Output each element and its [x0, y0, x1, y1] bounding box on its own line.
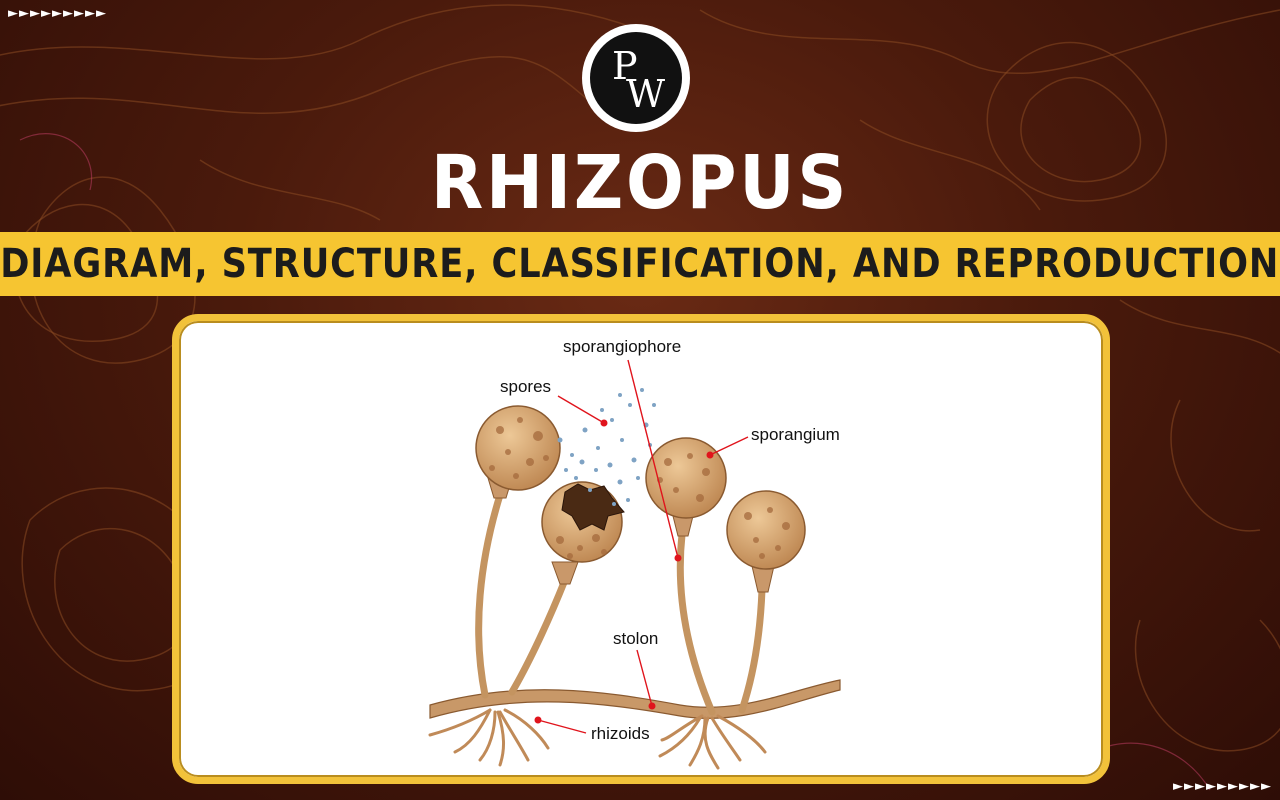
- sporangium-4: [726, 490, 806, 570]
- stolon-shape: [429, 679, 841, 719]
- sporangium-3: [645, 437, 727, 519]
- logo-letter-p: P: [612, 44, 638, 88]
- spores-cloud: [557, 388, 656, 506]
- pw-logo-mark: P W: [590, 32, 682, 124]
- sporangium-1: [475, 405, 561, 491]
- sporangiophore-stalks: [475, 491, 766, 716]
- leader-lines: [537, 359, 749, 734]
- page-subtitle: DIAGRAM, STRUCTURE, CLASSIFICATION, AND …: [0, 241, 1280, 287]
- pw-logo: P W: [582, 24, 690, 132]
- label-sporangium: sporangium: [751, 425, 840, 444]
- rhizoids-shape: [428, 708, 767, 770]
- decorative-arrows-bottom-right: ►►►►►►►►►: [1173, 779, 1272, 794]
- label-sporangiophore: sporangiophore: [563, 337, 681, 356]
- logo-letter-w: W: [626, 72, 666, 116]
- leader-dots: [534, 419, 714, 724]
- sporangium-speckles: [489, 417, 790, 559]
- subtitle-band: DIAGRAM, STRUCTURE, CLASSIFICATION, AND …: [0, 232, 1280, 296]
- label-spores: spores: [500, 377, 551, 396]
- sporangia: [475, 405, 806, 570]
- decorative-arrows-top-left: ►►►►►►►►►: [8, 6, 107, 21]
- label-stolon: stolon: [613, 629, 658, 648]
- page-title: RHIZOPUS: [430, 140, 850, 226]
- label-rhizoids: rhizoids: [591, 724, 650, 743]
